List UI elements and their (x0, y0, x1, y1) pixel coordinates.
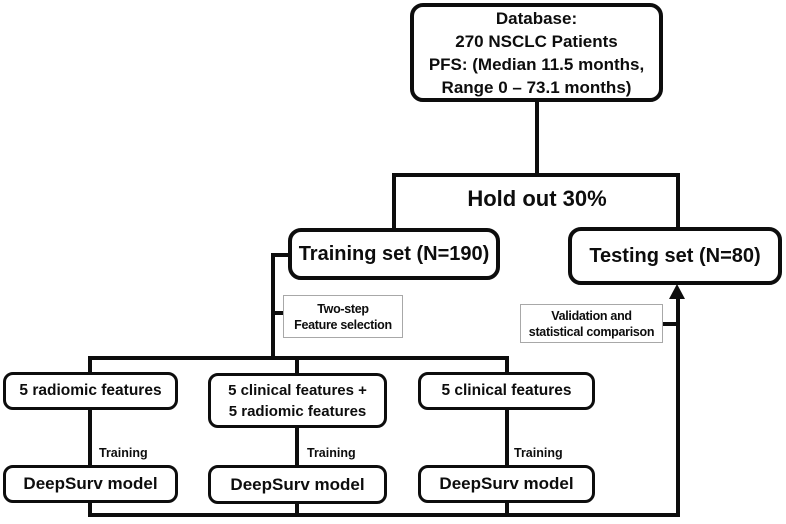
deepsurv-model-label-right: DeepSurv model (439, 474, 574, 493)
deepsurv-model-box-left: DeepSurv model (3, 465, 178, 503)
database-line-1: Database: (495, 8, 578, 28)
validation-arrow-line (676, 296, 680, 517)
combined-features-box: 5 clinical features + 5 radiomic feature… (208, 373, 387, 428)
connector-database-to-split-line (535, 100, 539, 175)
validation-box: Validation and statistical comparison (520, 304, 663, 343)
split-bracket-top-line (392, 173, 680, 177)
training-arrow-label-middle: Training (307, 446, 356, 460)
database-line-4: Range 0 – 73.1 months) (441, 77, 632, 97)
database-box: Database: 270 NSCLC Patients PFS: (Media… (410, 3, 663, 102)
deepsurv-model-box-right: DeepSurv model (418, 465, 595, 503)
combined-features-line-1: 5 clinical features + (228, 381, 367, 399)
testing-set-label: Testing set (N=80) (589, 244, 761, 267)
clinical-features-label: 5 clinical features (441, 382, 572, 399)
training-arrow-label-right: Training (514, 446, 563, 460)
bottom-collector-line (88, 513, 680, 517)
split-bracket-left-line (392, 173, 396, 231)
feature-selection-box: Two-step Feature selection (283, 295, 403, 338)
deepsurv-model-label-left: DeepSurv model (23, 474, 158, 493)
validation-line-2: statistical comparison (528, 324, 655, 339)
split-bracket-right-line (676, 173, 680, 230)
database-line-2: 270 NSCLC Patients (455, 31, 618, 51)
connector-training-stub-line (271, 253, 290, 257)
connector-training-down-line (271, 253, 275, 360)
combined-features-line-2: 5 radiomic features (228, 402, 367, 420)
testing-set-box: Testing set (N=80) (568, 227, 782, 285)
pipeline-left-vertical-line (88, 356, 92, 517)
clinical-features-box: 5 clinical features (418, 372, 595, 410)
pipeline-right-vertical-line (505, 356, 509, 517)
training-set-box: Training set (N=190) (288, 228, 500, 280)
feature-selection-line-2: Feature selection (294, 317, 392, 332)
pipeline-middle-vertical-line (295, 356, 299, 517)
validation-line-1: Validation and (551, 308, 632, 323)
deepsurv-model-box-middle: DeepSurv model (208, 465, 387, 504)
training-set-label: Training set (N=190) (298, 242, 490, 265)
radiomic-features-label: 5 radiomic features (19, 382, 162, 399)
hold-out-label: Hold out 30% (467, 186, 607, 211)
validation-arrow-head-icon (669, 284, 685, 299)
connector-feature-selection-stub-line (271, 311, 285, 315)
database-line-3: PFS: (Median 11.5 months, (428, 54, 645, 74)
training-arrow-label-left: Training (99, 446, 148, 460)
deepsurv-model-label-middle: DeepSurv model (230, 474, 365, 494)
feature-selection-line-1: Two-step (317, 301, 369, 316)
radiomic-features-box: 5 radiomic features (3, 372, 178, 410)
connector-validation-stub-line (661, 322, 677, 326)
